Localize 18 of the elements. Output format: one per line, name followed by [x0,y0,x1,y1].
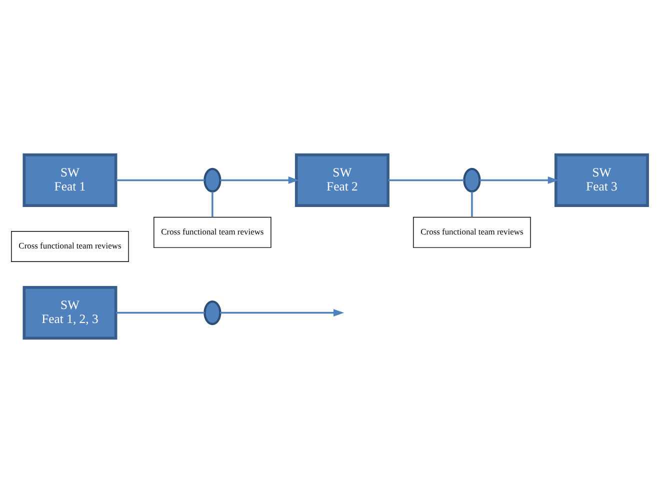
arrow [220,308,344,316]
connector [116,178,205,181]
connector [116,311,205,314]
node-box: SW Feat 3 [554,152,649,206]
node-ellipse [463,167,481,192]
connector [388,178,464,181]
connector [212,191,214,217]
node-box: SW Feat 2 [294,152,390,206]
node-ellipse [204,300,222,325]
node-box: SW Feat 1 [22,152,118,206]
node-ellipse [204,167,222,192]
node-box: SW Feat 1, 2, 3 [22,286,118,340]
connector [471,191,473,217]
arrow [220,176,299,184]
node-box: Cross functional team reviews [154,216,272,248]
arrow [480,176,558,184]
node-box: Cross functional team reviews [413,216,531,248]
node-box: Cross functional team reviews [11,230,129,262]
